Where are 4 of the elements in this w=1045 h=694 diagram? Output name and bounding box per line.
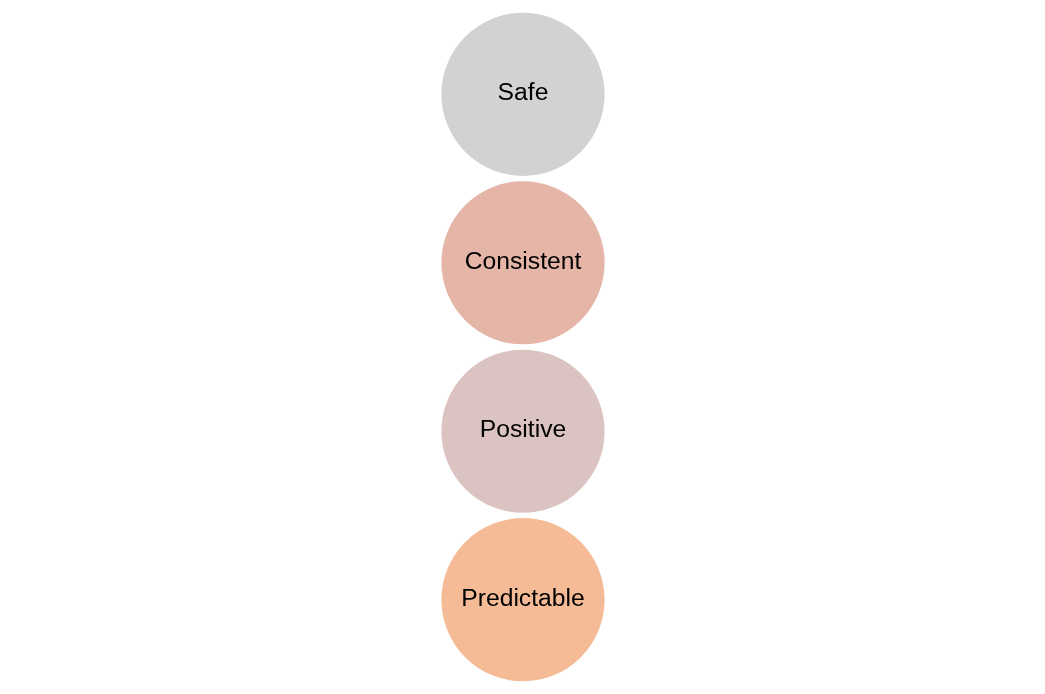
node-circle: Consistent — [439, 179, 606, 347]
node-circle: Predictable — [439, 516, 606, 684]
node-circle: Positive — [439, 347, 606, 515]
node-circle: Safe — [439, 10, 606, 178]
